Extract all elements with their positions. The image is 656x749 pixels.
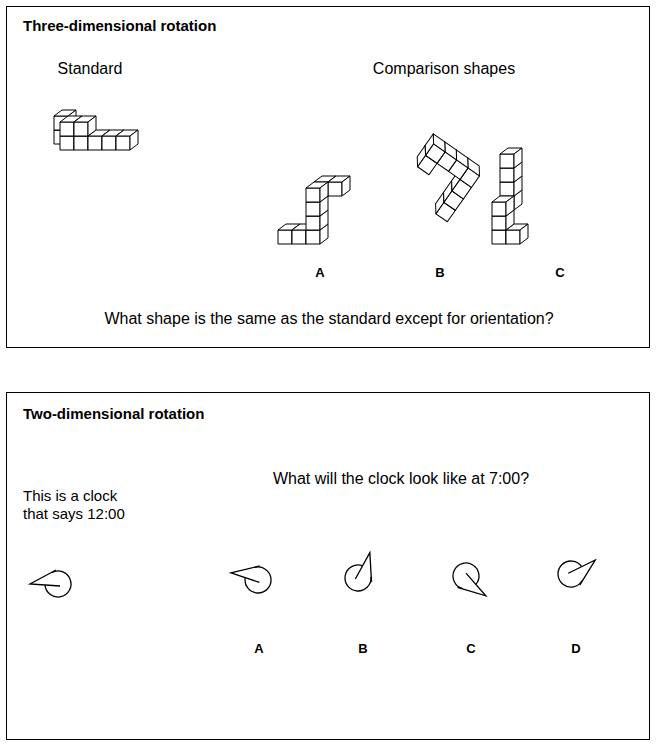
panel-text: A bbox=[254, 641, 263, 657]
clock-face bbox=[45, 571, 71, 597]
cube-face bbox=[328, 182, 342, 196]
cube-face bbox=[492, 230, 506, 244]
cube-face bbox=[500, 154, 514, 168]
cube-face bbox=[492, 202, 506, 216]
cube-face bbox=[306, 230, 320, 244]
clock-hands bbox=[230, 559, 263, 582]
clock-face bbox=[341, 561, 376, 596]
cube-face bbox=[116, 136, 130, 150]
panel-text: What will the clock look like at 7:00? bbox=[273, 469, 529, 488]
panel-text: D bbox=[571, 641, 580, 657]
cube-face bbox=[306, 188, 320, 202]
cube-face bbox=[88, 116, 96, 136]
panel-text: C bbox=[466, 641, 475, 657]
cube-face bbox=[102, 136, 116, 150]
cube-face bbox=[429, 134, 450, 152]
clock-hands bbox=[355, 552, 382, 586]
cube-face bbox=[60, 136, 74, 150]
clock-face bbox=[448, 558, 485, 595]
cube-face bbox=[278, 230, 292, 244]
cube-face bbox=[514, 148, 522, 168]
standard-shape bbox=[54, 110, 138, 150]
panel-text: B bbox=[358, 641, 367, 657]
panel-text: B bbox=[435, 265, 444, 281]
clock-option-c bbox=[447, 558, 495, 606]
cube-face bbox=[74, 122, 88, 136]
cube-face bbox=[506, 196, 514, 216]
clock-hands bbox=[30, 570, 60, 586]
task-panel: Three-dimensional rotationStandard Compar… bbox=[6, 6, 650, 348]
cube-face bbox=[506, 230, 520, 244]
panel-text: A bbox=[315, 265, 324, 281]
clock-face bbox=[242, 564, 274, 596]
cube-face bbox=[88, 136, 102, 150]
panel-title: Two-dimensional rotation bbox=[23, 405, 204, 423]
cube-face bbox=[492, 216, 506, 230]
clock-option-a bbox=[228, 559, 275, 596]
panel-text: This is a clock that says 12:00 bbox=[23, 487, 141, 523]
cube-face bbox=[74, 136, 88, 150]
clock-hands bbox=[568, 558, 602, 587]
comparison-shape-c bbox=[492, 148, 528, 244]
clock-option-b bbox=[341, 547, 383, 596]
comparison-shape-a bbox=[278, 176, 350, 244]
panel-text: What shape is the same as the standard e… bbox=[104, 309, 553, 328]
cube-face bbox=[292, 230, 306, 244]
clock-option-d bbox=[553, 549, 602, 593]
clock-hands bbox=[455, 573, 488, 606]
cube-face bbox=[306, 216, 320, 230]
cube-face bbox=[500, 182, 514, 196]
cube-face bbox=[130, 130, 138, 150]
comparison-shape-b bbox=[397, 134, 484, 222]
task-panel: Two-dimensional rotationWhat will the cl… bbox=[6, 392, 650, 740]
cube-face bbox=[500, 168, 514, 182]
cube-face bbox=[320, 182, 328, 202]
cube-face bbox=[342, 176, 350, 196]
panel-text: Comparison shapes bbox=[373, 59, 515, 78]
panel-text: C bbox=[555, 265, 564, 281]
cube-face bbox=[60, 122, 74, 136]
clock-face bbox=[553, 556, 588, 591]
standard-clock bbox=[30, 570, 71, 597]
panel-text: Standard bbox=[58, 59, 123, 78]
cube-face bbox=[306, 202, 320, 216]
panel-title: Three-dimensional rotation bbox=[23, 17, 216, 35]
cube-face bbox=[520, 224, 528, 244]
